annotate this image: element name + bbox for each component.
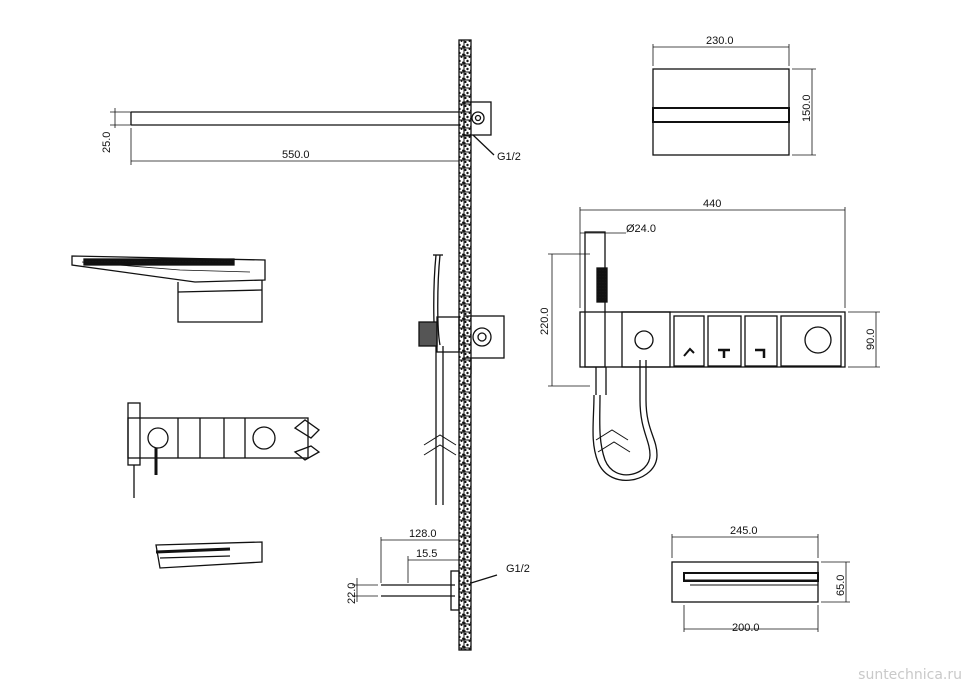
handle-diameter-label: Ø24.0	[626, 223, 656, 235]
panel-height-label: 150.0	[801, 94, 813, 122]
shower-head-length-label: 550.0	[282, 149, 310, 161]
shower-panel-drawing	[652, 44, 816, 156]
watermark: suntechnica.ru	[858, 667, 962, 683]
bath-spout-height-label: 65.0	[835, 575, 847, 596]
bath-spout-drawing	[671, 534, 850, 632]
bath-spout-base-label: 200.0	[732, 622, 760, 634]
mixer-front-drawing	[548, 207, 880, 481]
shower-head-isometric	[71, 255, 266, 323]
shower-arm-drawing	[110, 101, 495, 165]
mixer-height-label: 220.0	[539, 307, 551, 335]
wall-section	[458, 39, 472, 651]
spout-offset-label: 15.5	[416, 548, 437, 560]
spout-height-label: 22.0	[346, 583, 358, 604]
mixer-depth-label: 90.0	[865, 329, 877, 350]
bath-spout-width-label: 245.0	[730, 525, 758, 537]
shower-head-height-label: 25.0	[101, 132, 113, 153]
connection-bottom-label: G1/2	[506, 563, 530, 575]
panel-width-label: 230.0	[706, 35, 734, 47]
connection-top-label: G1/2	[497, 151, 521, 163]
mixer-length-label: 440	[703, 198, 721, 210]
side-view-drawing	[352, 254, 505, 611]
bath-spout-isometric	[155, 541, 263, 569]
spout-projection-label: 128.0	[409, 528, 437, 540]
mixer-isometric	[127, 402, 321, 498]
